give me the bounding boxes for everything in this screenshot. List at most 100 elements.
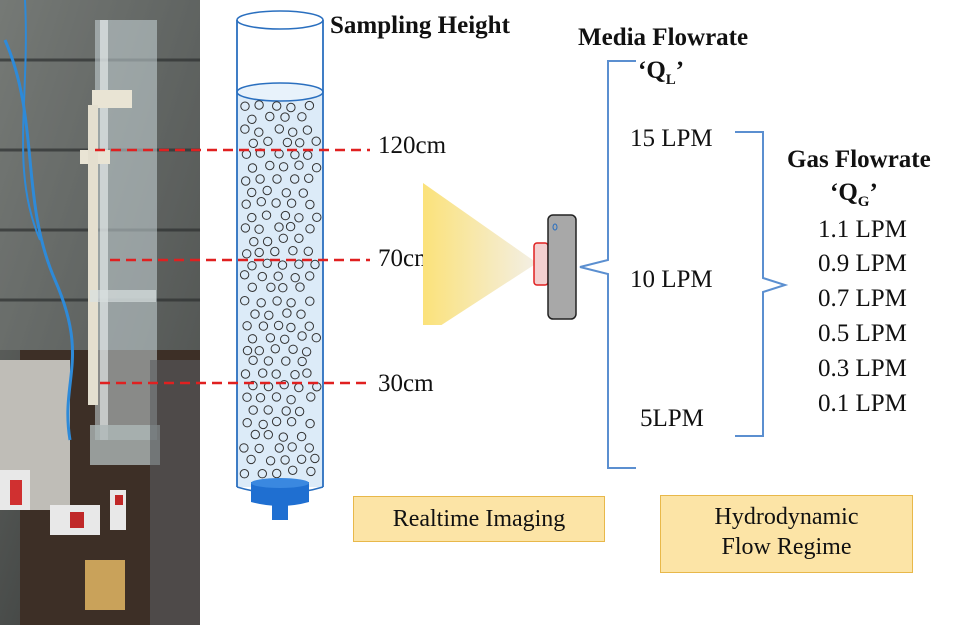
gas-flowrate-value: 0.9 LPM bbox=[818, 250, 907, 277]
bubble bbox=[311, 136, 321, 146]
bubble bbox=[286, 417, 297, 427]
bubble bbox=[242, 392, 252, 402]
bubble bbox=[294, 213, 304, 223]
bubble bbox=[272, 296, 282, 306]
bubble bbox=[265, 111, 275, 122]
bubble bbox=[288, 246, 298, 256]
bubble bbox=[294, 233, 304, 244]
bubble bbox=[263, 430, 273, 440]
bubble bbox=[247, 163, 258, 173]
bubble bbox=[303, 246, 314, 257]
gas-flowrate-value: 0.5 LPM bbox=[818, 320, 907, 347]
bubble bbox=[304, 100, 315, 111]
bubble bbox=[249, 237, 259, 247]
bubble bbox=[305, 271, 315, 281]
bubble bbox=[294, 259, 304, 269]
bubble bbox=[254, 346, 264, 356]
gas-flowrate-value: 0.3 LPM bbox=[818, 355, 907, 382]
bubble bbox=[287, 465, 298, 475]
camera-lens bbox=[533, 242, 549, 286]
bubble bbox=[286, 102, 296, 113]
media-flowrate-symbol: ‘QL’ bbox=[638, 57, 685, 88]
bubble bbox=[271, 198, 281, 208]
bubble bbox=[296, 454, 307, 464]
bubble bbox=[271, 416, 282, 427]
bubble bbox=[278, 432, 288, 442]
bubble bbox=[262, 236, 273, 247]
bubble bbox=[239, 443, 249, 453]
bubble bbox=[302, 125, 313, 135]
gas-flowrate-title: Gas Flowrate bbox=[787, 146, 931, 173]
media-flowrate-value: 5LPM bbox=[640, 405, 704, 432]
bubble bbox=[265, 456, 276, 466]
bubble bbox=[290, 370, 300, 380]
bubble bbox=[247, 212, 257, 223]
bubble bbox=[247, 282, 257, 292]
bubble bbox=[288, 344, 298, 354]
bubble bbox=[247, 334, 258, 344]
bubble bbox=[264, 310, 274, 320]
bubble bbox=[256, 298, 266, 308]
bubble bbox=[274, 222, 284, 232]
bubble bbox=[256, 197, 266, 207]
bubble bbox=[240, 369, 251, 379]
bubble bbox=[262, 258, 272, 269]
sampling-lines bbox=[95, 148, 370, 385]
gas-bubbles bbox=[239, 100, 322, 479]
bubble bbox=[266, 282, 276, 292]
bubble bbox=[247, 187, 257, 198]
bubble bbox=[305, 199, 315, 210]
bubble bbox=[287, 442, 297, 452]
bubble bbox=[271, 369, 281, 379]
column-bottom-cap bbox=[251, 482, 309, 506]
gas-flowrate-symbol: ‘QG’ bbox=[830, 179, 878, 210]
bubble bbox=[254, 224, 264, 234]
bubble bbox=[301, 347, 312, 357]
bubble bbox=[311, 163, 322, 173]
bubble bbox=[277, 260, 288, 270]
bubble bbox=[305, 224, 315, 234]
bubble bbox=[272, 101, 282, 111]
bubble bbox=[280, 455, 290, 465]
bubble bbox=[305, 296, 315, 306]
bubble bbox=[280, 334, 290, 344]
bubble bbox=[278, 233, 288, 244]
camera-icon bbox=[547, 214, 577, 320]
bubble bbox=[295, 282, 305, 292]
bubble bbox=[263, 356, 274, 366]
bubble bbox=[290, 174, 300, 184]
bubble bbox=[285, 221, 296, 232]
bubble bbox=[257, 469, 267, 479]
bubble bbox=[297, 112, 307, 122]
bubble bbox=[310, 259, 320, 270]
bubble bbox=[239, 469, 250, 479]
bubble bbox=[282, 308, 292, 318]
bubble bbox=[263, 405, 273, 415]
bubble bbox=[248, 405, 258, 415]
bubble bbox=[310, 453, 320, 464]
bubble bbox=[304, 321, 315, 331]
bubble bbox=[258, 368, 268, 378]
bubble bbox=[258, 321, 269, 331]
gas-flowrate-value: 0.1 LPM bbox=[818, 390, 907, 417]
bubble bbox=[311, 333, 322, 343]
height-label-30: 30cm bbox=[378, 370, 434, 397]
bubble bbox=[247, 114, 257, 125]
bubble bbox=[273, 320, 284, 331]
gas-flowrate-value: 1.1 LPM bbox=[818, 216, 907, 243]
media-flowrate-value: 10 LPM bbox=[630, 266, 713, 293]
bubble bbox=[272, 468, 282, 479]
bubble bbox=[294, 160, 304, 170]
bubble bbox=[297, 356, 307, 367]
column-outlet bbox=[272, 504, 288, 520]
flow-regime-box: Hydrodynamic Flow Regime bbox=[660, 495, 913, 573]
bubble bbox=[254, 127, 264, 137]
bubble bbox=[295, 138, 305, 148]
bubble bbox=[280, 210, 291, 221]
bubble bbox=[254, 443, 264, 454]
bubble bbox=[254, 247, 264, 258]
bubble bbox=[306, 392, 316, 402]
bubble bbox=[247, 261, 257, 271]
bubble bbox=[296, 309, 306, 319]
bubble bbox=[286, 322, 296, 333]
